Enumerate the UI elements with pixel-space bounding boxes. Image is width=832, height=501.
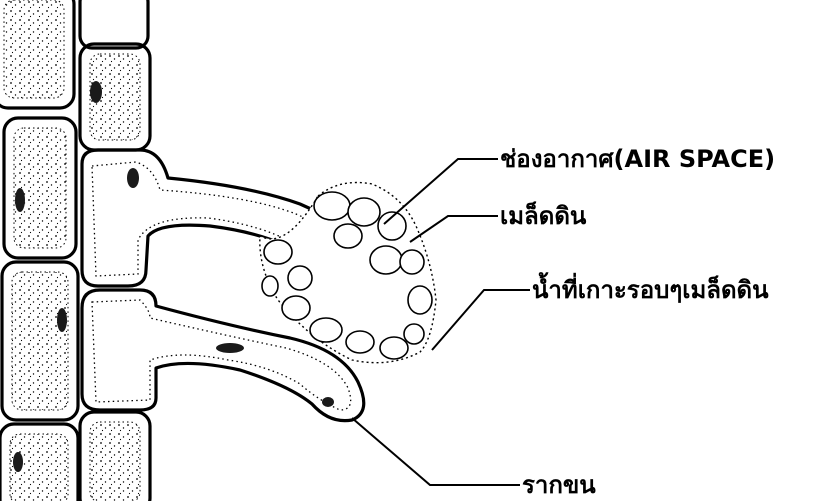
left-cell-column <box>0 0 78 501</box>
label-root-hair: รากขน <box>522 471 596 499</box>
right-cell-column <box>80 0 150 501</box>
label-water-film: น้ำที่เกาะรอบๆเมล็ดดิน <box>532 271 769 304</box>
label-soil-particle: เมล็ดดิน <box>500 201 587 230</box>
label-air-space: ช่องอากาศ(AIR SPACE) <box>500 145 775 173</box>
